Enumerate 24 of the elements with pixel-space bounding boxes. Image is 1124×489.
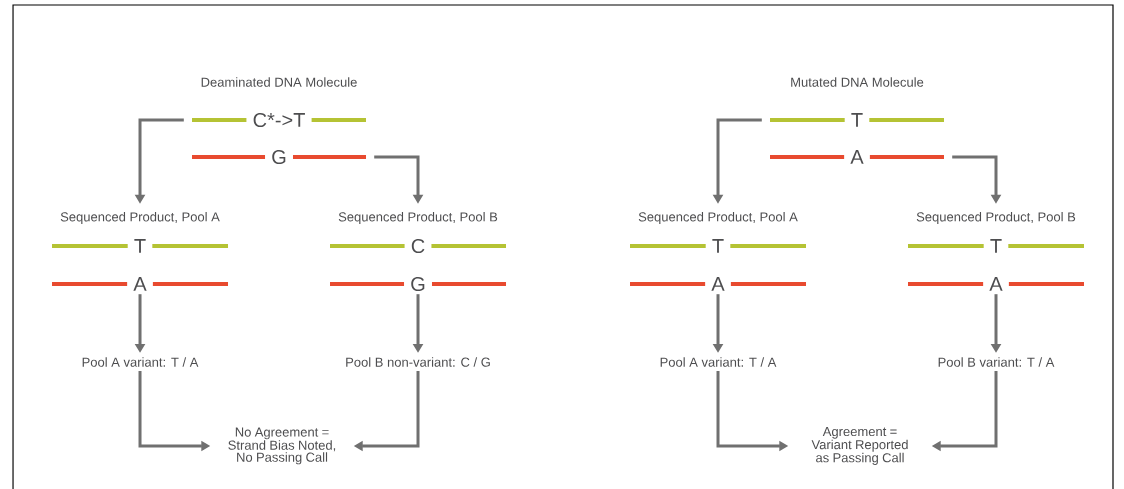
conclusion-text: Agreement = Variant Reported as Passing Call: [811, 427, 908, 465]
heading: Sequenced Product, Pool B: [338, 211, 498, 225]
dna-strand: A: [630, 277, 806, 291]
dna-strand: T: [908, 239, 1084, 253]
heading: Sequenced Product, Pool A: [638, 211, 798, 225]
heading: Sequenced Product, Pool B: [916, 211, 1076, 225]
heading: Deaminated DNA Molecule: [201, 77, 357, 87]
dna-strand: A: [908, 277, 1084, 291]
dna-strand: A: [52, 277, 228, 291]
dna-strand: G: [192, 149, 366, 165]
dna-strand: C: [330, 238, 506, 254]
result-text: Pool B variant: T / A: [938, 357, 1055, 367]
dna-strand: T: [630, 239, 806, 253]
dna-strand: G: [330, 276, 506, 292]
dna-strand: T: [770, 113, 944, 127]
heading: Sequenced Product, Pool A: [60, 211, 220, 225]
dna-strand: A: [770, 150, 944, 164]
result-text: Pool A variant: T / A: [82, 357, 199, 367]
result-text: Pool B non-variant: C / G: [346, 357, 490, 367]
dna-strand: C*->T: [192, 112, 366, 128]
result-text: Pool A variant: T / A: [660, 357, 777, 367]
dna-strand: T: [52, 239, 228, 253]
heading: Mutated DNA Molecule: [791, 77, 924, 87]
conclusion-text: No Agreement = Strand Bias Noted, No Passing Call: [228, 427, 336, 465]
